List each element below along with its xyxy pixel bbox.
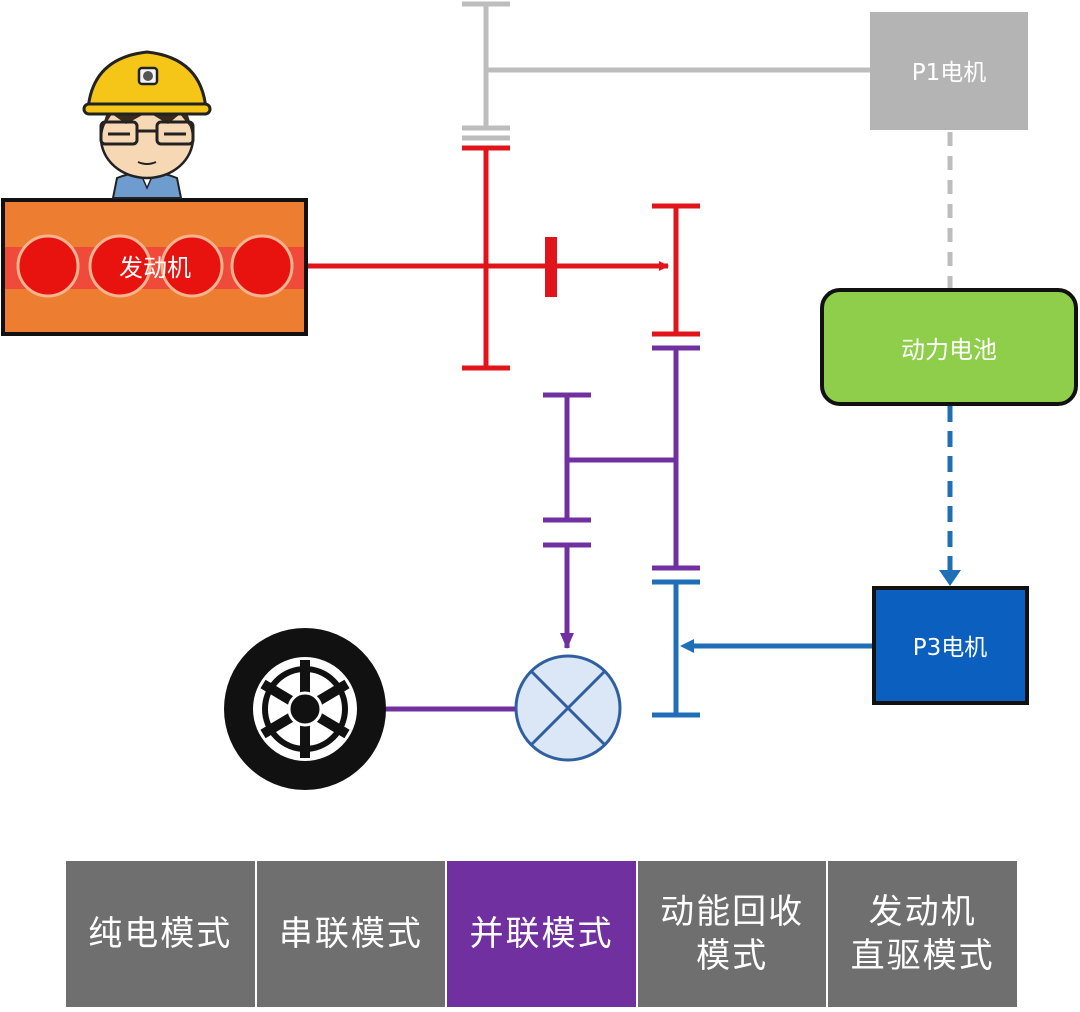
mode-tabs: 纯电模式 串联模式 并联模式 动能回收 模式 发动机 直驱模式	[66, 861, 1017, 1007]
tab-parallel-mode[interactable]: 并联模式	[447, 861, 638, 1007]
p3-motor-label: P3电机	[913, 635, 988, 661]
drive-shaft	[305, 345, 700, 712]
tab-pure-electric-mode[interactable]: 纯电模式	[66, 861, 257, 1007]
hybrid-drivetrain-diagram: P1电机 发动机	[1, 1, 1078, 790]
p3-shaft	[652, 579, 876, 718]
battery-label: 动力电池	[901, 336, 997, 364]
tab-series-mode[interactable]: 串联模式	[256, 861, 448, 1007]
engineer-mascot-icon	[82, 50, 212, 199]
power-battery: 动力电池	[820, 288, 1078, 406]
p3-arrowhead	[680, 639, 694, 653]
engine-block: 发动机	[1, 198, 308, 336]
wheel-icon	[224, 628, 386, 790]
battery-p3-arrowhead	[939, 570, 961, 586]
tab-energy-recovery-mode[interactable]: 动能回收 模式	[637, 861, 829, 1007]
p3-motor: P3电机	[872, 586, 1029, 705]
engine-clutch	[545, 237, 557, 297]
p1-motor-label: P1电机	[912, 60, 987, 86]
differential-icon	[514, 654, 622, 762]
engine-shaft	[305, 145, 700, 371]
engine-label: 发动机	[119, 254, 191, 282]
tab-engine-direct-drive-mode[interactable]: 发动机 直驱模式	[828, 861, 1017, 1007]
p1-motor: P1电机	[870, 12, 1028, 130]
p1-shaft-inactive	[462, 1, 870, 141]
